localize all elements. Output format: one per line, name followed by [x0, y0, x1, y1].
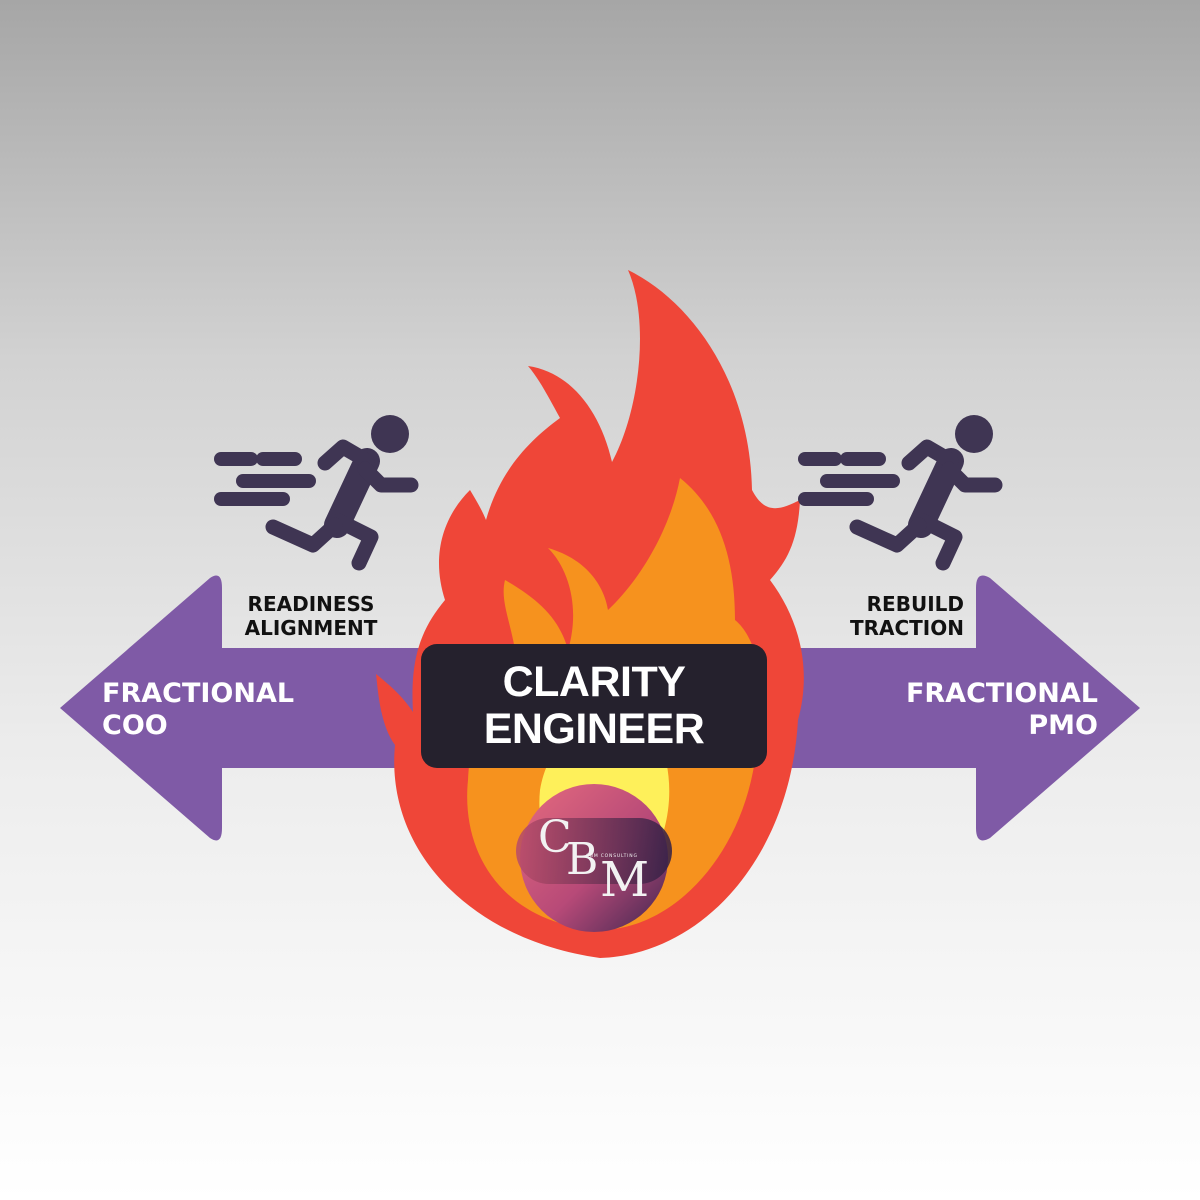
- svg-text:B: B: [566, 834, 598, 885]
- center-label-line1: CLARITY: [502, 658, 686, 706]
- left-arrow-label-line2: COO: [102, 710, 168, 741]
- right-runner-caption: REBUILD TRACTION: [814, 594, 964, 638]
- right-runner-caption-line2: TRACTION: [849, 616, 964, 640]
- center-label-line2: ENGINEER: [483, 705, 705, 753]
- left-runner-caption-line2: ALIGNMENT: [244, 616, 378, 640]
- left-runner-caption: READINESS ALIGNMENT: [236, 594, 386, 638]
- cbm-logo: C B M CBM CONSULTING: [516, 784, 672, 932]
- running-person-icon: [798, 415, 1003, 571]
- left-arrow-label-line1: FRACTIONAL: [102, 678, 295, 709]
- svg-text:M: M: [600, 852, 649, 908]
- logo-tagline: CBM CONSULTING: [586, 853, 638, 859]
- right-arrow-label: FRACTIONAL PMO: [906, 680, 1098, 739]
- right-arrow-label-line2: PMO: [1028, 710, 1098, 741]
- right-runner-caption-line1: REBUILD: [866, 592, 964, 616]
- left-runner-caption-line1: READINESS: [247, 592, 375, 616]
- running-person-icon: [214, 415, 419, 571]
- svg-text:C: C: [538, 812, 572, 863]
- left-arrow-label: FRACTIONAL COO: [102, 680, 294, 739]
- center-label-box: CLARITY ENGINEER: [421, 644, 767, 768]
- right-arrow-label-line1: FRACTIONAL: [905, 678, 1098, 709]
